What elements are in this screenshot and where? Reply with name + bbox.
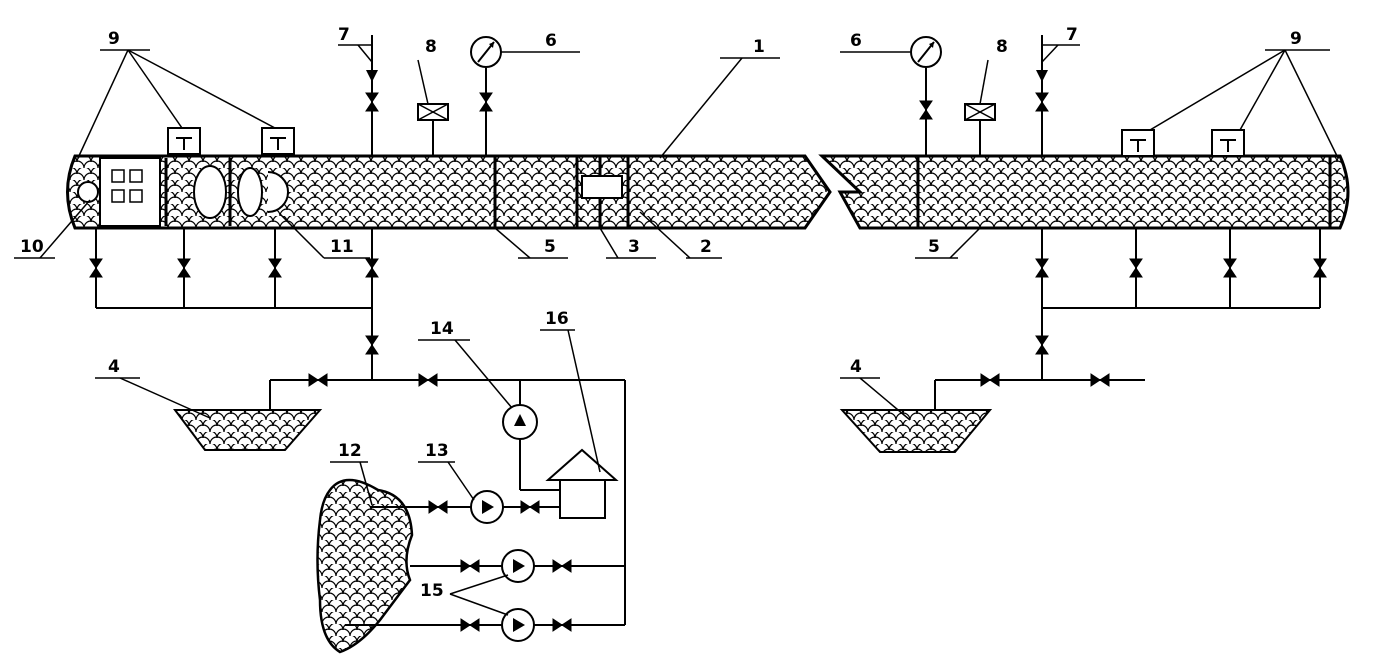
label-7-right: 7	[1066, 25, 1078, 45]
pig-assembly	[77, 157, 289, 227]
label-1: 1	[753, 37, 765, 57]
label-3: 3	[628, 237, 640, 257]
label-4-right: 4	[850, 357, 862, 377]
label-5-left: 5	[544, 237, 556, 257]
label-15: 15	[420, 581, 444, 601]
label-16: 16	[545, 309, 569, 329]
tank-16	[545, 448, 619, 519]
component-labels: 9 7 8 6 1 10 11 5 3 2 4 14 16 12 13 15 6…	[20, 25, 1302, 601]
label-8-right: 8	[996, 37, 1008, 57]
left-top-instruments	[167, 35, 502, 156]
label-9-left: 9	[108, 29, 120, 49]
label-14: 14	[430, 319, 454, 339]
label-7-left: 7	[338, 25, 350, 45]
label-9-right: 9	[1290, 29, 1302, 49]
pump-13	[370, 490, 560, 524]
label-4-left: 4	[108, 357, 120, 377]
reservoir	[316, 478, 414, 654]
leader-lines	[14, 44, 1339, 616]
pump-14	[502, 380, 560, 491]
label-8-left: 8	[425, 37, 437, 57]
label-5-right: 5	[928, 237, 940, 257]
tank-icon	[559, 477, 606, 519]
label-6-left: 6	[545, 31, 557, 51]
label-11: 11	[330, 237, 354, 257]
pit-icon	[173, 409, 323, 451]
label-6-right: 6	[850, 31, 862, 51]
label-2: 2	[700, 237, 712, 257]
pumps-15	[345, 549, 625, 642]
label-10: 10	[20, 237, 44, 257]
left-pipeline	[66, 154, 832, 230]
label-12: 12	[338, 441, 362, 461]
right-top-instruments	[910, 35, 1245, 157]
label-13: 13	[425, 441, 449, 461]
right-pipeline	[818, 154, 1350, 230]
right-drain-manifold	[934, 228, 1327, 415]
